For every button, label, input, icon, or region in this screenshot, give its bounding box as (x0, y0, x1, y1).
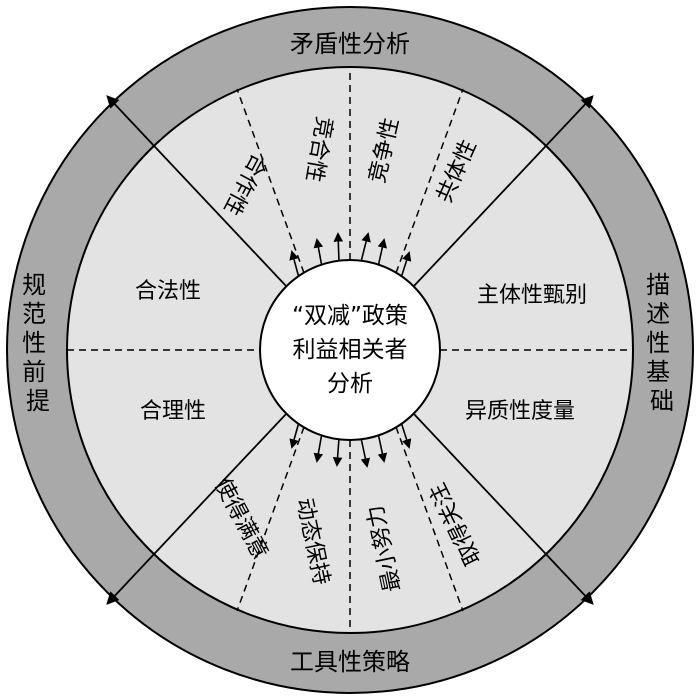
small-arrow-up-3 (333, 232, 344, 263)
small-arrow-up-6 (400, 251, 412, 279)
divider-bottom-3 (395, 426, 464, 612)
center-line-3: 分析 (327, 371, 373, 397)
small-arrow-down-4 (360, 437, 371, 468)
small-arrow-down-3 (332, 437, 343, 467)
small-arrow-up-1 (289, 250, 300, 279)
small-arrow-up-4 (360, 232, 371, 263)
diagonal-arrow-tl (106, 95, 288, 288)
region-right-upper: 主体性甄别 (477, 283, 587, 308)
small-arrow-up-5 (377, 238, 388, 268)
ring-label-right: 描 述 性 基 础 (646, 271, 678, 415)
ring-label-bottom: 工具性策略 (290, 648, 410, 676)
region-left-upper: 合法性 (135, 279, 201, 304)
center-line-1: “双减”政策 (292, 303, 408, 329)
small-arrow-up-2 (313, 238, 324, 268)
region-right-lower: 异质性度量 (465, 399, 575, 424)
small-arrow-down-5 (377, 432, 388, 463)
small-arrow-down-1 (289, 421, 300, 449)
divider-top-3 (395, 88, 464, 274)
divider-bottom-1 (236, 426, 305, 612)
diagonal-arrow-bl (106, 412, 288, 605)
center-circle (259, 259, 441, 441)
divider-top-1 (236, 88, 305, 274)
center-line-2: 利益相关者 (293, 337, 408, 363)
ring-label-top: 矛盾性分析 (290, 30, 410, 58)
small-arrow-down-6 (400, 421, 412, 449)
diagonal-arrow-tr (412, 95, 594, 288)
diagonal-arrow-br (412, 412, 594, 605)
small-arrow-down-2 (313, 432, 324, 463)
region-left-lower: 合理性 (140, 399, 206, 424)
ring-label-left: 规 范 性 前 提 (22, 271, 54, 415)
